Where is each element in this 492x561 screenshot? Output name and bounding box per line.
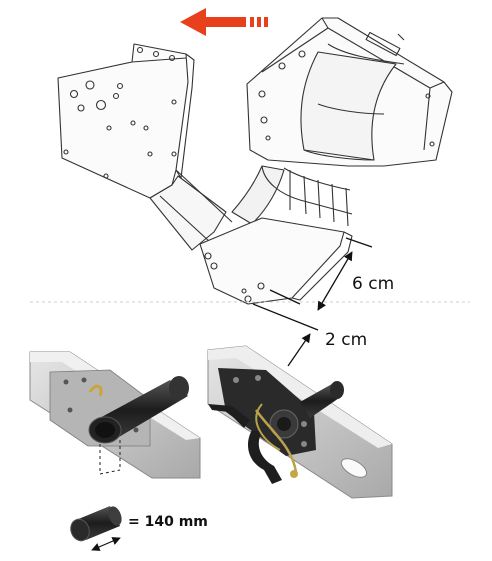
dimension-extension-line [345, 237, 373, 248]
tube-length-label: = 140 mm [128, 514, 208, 530]
dimension-arrow-icon [91, 537, 121, 551]
dimension-arrow-icon [317, 251, 353, 311]
dimension-extension-line [252, 303, 319, 331]
dimension-lines [252, 237, 373, 367]
dimension-label-upper: 6 cm [352, 274, 395, 294]
frame-photo-left [29, 351, 201, 479]
tube-size-callout [70, 506, 122, 551]
frame-photo-right [207, 345, 393, 499]
dimension-extension-line [269, 289, 301, 305]
dimension-arrow-icon [287, 333, 311, 367]
dimension-label-lower: 2 cm [325, 330, 368, 350]
right-bracket-box [246, 17, 453, 167]
direction-arrow-icon [180, 8, 268, 36]
left-mounting-plate [57, 43, 195, 199]
hitch-assembly-drawing [57, 17, 453, 305]
